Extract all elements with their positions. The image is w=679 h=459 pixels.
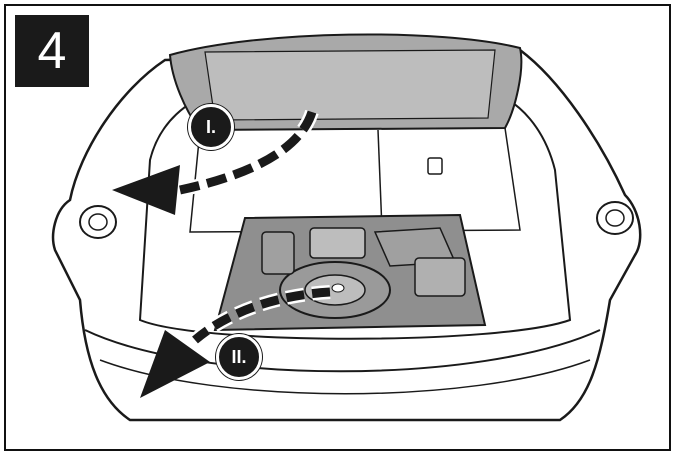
step-number-badge: 4 bbox=[15, 15, 89, 87]
callout-badge-1: I. bbox=[188, 104, 234, 150]
seat-latch-icon bbox=[428, 158, 442, 174]
callout-badge-2: II. bbox=[216, 334, 262, 380]
left-tail-light bbox=[80, 206, 116, 238]
right-tail-light bbox=[597, 202, 633, 234]
tailgate-window bbox=[205, 50, 495, 120]
